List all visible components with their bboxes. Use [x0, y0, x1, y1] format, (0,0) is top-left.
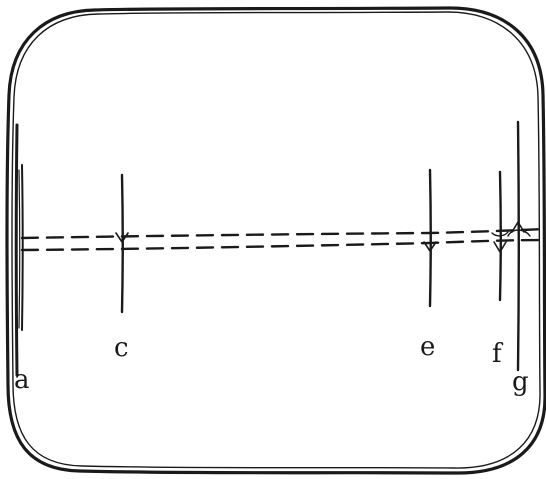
dashed-trace-lower [20, 238, 546, 252]
marker-f [491, 170, 509, 302]
marker-e [423, 168, 437, 308]
label-c: c [114, 333, 129, 363]
diagram-frame [5, 6, 546, 475]
label-g: g [512, 367, 529, 397]
dashed-trace-lines [20, 227, 546, 252]
label-a: a [14, 365, 30, 395]
marker-a [14, 123, 24, 377]
dashed-trace-upper [20, 227, 546, 240]
label-f: f [492, 339, 504, 369]
marker-g [507, 120, 531, 372]
label-e: e [420, 332, 435, 362]
marker-c [115, 173, 129, 314]
